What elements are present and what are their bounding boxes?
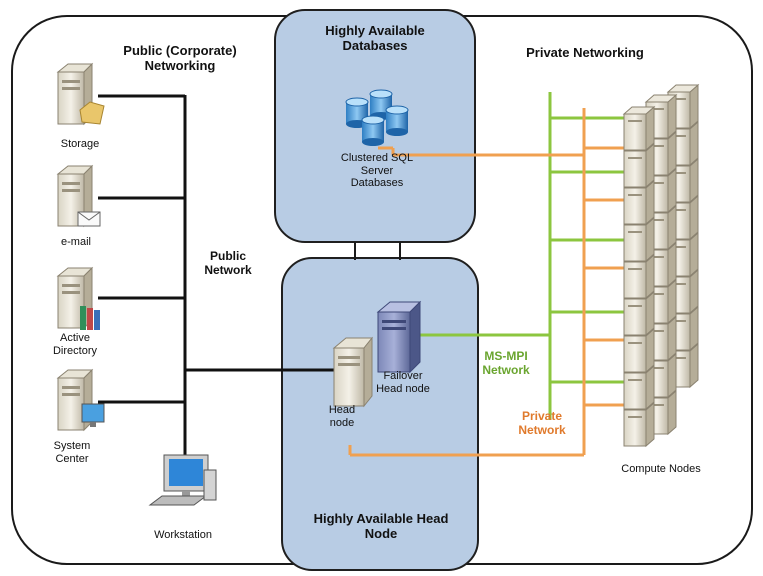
compute-nodes-rack (622, 83, 700, 448)
compute-node-server-icon (623, 327, 655, 374)
msmpi-network-label: MS-MPI Network (482, 349, 530, 377)
compute-node-server-icon (623, 179, 655, 226)
compute-nodes-label: Compute Nodes (621, 463, 701, 475)
compute-node-server-icon (622, 105, 656, 152)
storage-server-icon (56, 62, 105, 126)
system-center-label: System Center (53, 440, 91, 465)
head-node-label: Head node (328, 404, 356, 429)
compute-node-server-icon (623, 364, 655, 411)
compute-node-server-icon (666, 83, 700, 130)
workstation-icon (148, 454, 217, 506)
msmpi-network-lines (420, 92, 635, 420)
email-label: e-mail (61, 236, 91, 248)
ha-head-node-title: Highly Available Head Node (313, 511, 449, 541)
public-networking-title: Public (Corporate) Networking (123, 43, 237, 73)
active-directory-label: Active Directory (52, 332, 97, 357)
email-server-icon (56, 164, 101, 228)
active-directory-server-icon (56, 266, 100, 330)
failover-head-node-server-icon (376, 300, 422, 374)
storage-label: Storage (60, 138, 100, 150)
compute-node-server-icon (623, 253, 655, 300)
private-networking-title: Private Networking (526, 45, 644, 60)
private-network-label: Private Network (518, 409, 566, 437)
head-node-server-icon (332, 336, 374, 408)
clustered-sql-label: Clustered SQL Server Databases (340, 152, 414, 190)
compute-node-server-icon (623, 401, 655, 448)
workstation-label: Workstation (154, 529, 212, 541)
compute-node-server-icon (623, 216, 655, 263)
database-cluster-icon (345, 89, 409, 146)
ha-databases-title: Highly Available Databases (325, 23, 425, 53)
compute-node-server-icon (623, 290, 655, 337)
failover-head-node-label: Failover Head node (376, 370, 430, 395)
compute-node-server-icon (623, 142, 655, 189)
public-network-label: Public Network (204, 249, 252, 277)
system-center-server-icon (56, 368, 105, 432)
public-network-lines (98, 94, 338, 470)
